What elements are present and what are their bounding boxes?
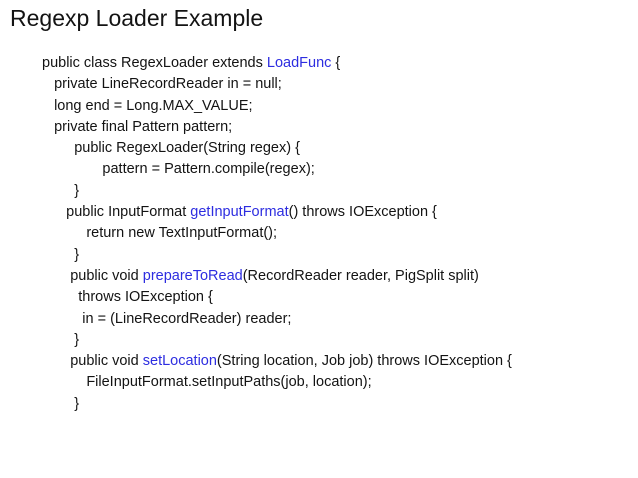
- code-method-name: LoadFunc: [266, 55, 332, 71]
- code-line: return new TextInputFormat();: [42, 223, 512, 244]
- code-line: in = (LineRecordReader) reader;: [42, 309, 512, 330]
- code-text: FileInputFormat.setInputPaths(job, locat…: [42, 374, 372, 391]
- code-text: public void: [42, 267, 143, 284]
- code-line: public void setLocation(String location,…: [42, 351, 512, 372]
- code-line: }: [42, 245, 512, 266]
- code-line: }: [42, 181, 512, 202]
- code-text: private LineRecordReader in = null;: [42, 76, 282, 93]
- code-text: public class RegexLoader extends: [42, 55, 267, 71]
- code-text: pattern = Pattern.compile(regex);: [42, 161, 315, 178]
- code-line: }: [42, 330, 512, 351]
- code-line: FileInputFormat.setInputPaths(job, locat…: [42, 372, 512, 393]
- code-method-name: setLocation: [142, 353, 217, 370]
- code-line: throws IOException {: [42, 287, 512, 308]
- code-block: public class RegexLoader extends LoadFun…: [42, 53, 512, 415]
- code-line: }: [42, 394, 512, 415]
- code-text: throws IOException {: [42, 289, 213, 306]
- code-text: private final Pattern pattern;: [42, 118, 233, 135]
- code-text: (String location, Job job) throws IOExce…: [216, 353, 512, 370]
- code-text: public void: [42, 353, 143, 370]
- code-text: }: [42, 331, 80, 348]
- code-text: () throws IOException {: [288, 204, 437, 221]
- code-text: return new TextInputFormat();: [42, 225, 278, 242]
- code-line: public class RegexLoader extends LoadFun…: [42, 53, 512, 74]
- code-method-name: prepareToRead: [142, 267, 243, 284]
- code-text: long end = Long.MAX_VALUE;: [42, 97, 253, 114]
- slide-title: Regexp Loader Example: [10, 5, 264, 31]
- code-text: }: [42, 182, 80, 199]
- code-text: public RegexLoader(String regex) {: [42, 140, 300, 157]
- code-text: }: [42, 246, 80, 263]
- code-line: public InputFormat getInputFormat() thro…: [42, 202, 512, 223]
- code-line: public RegexLoader(String regex) {: [42, 138, 512, 159]
- code-line: long end = Long.MAX_VALUE;: [42, 96, 512, 117]
- code-text: (RecordReader reader, PigSplit split): [242, 267, 479, 284]
- code-line: private LineRecordReader in = null;: [42, 74, 512, 95]
- code-text: }: [42, 395, 80, 412]
- code-line: pattern = Pattern.compile(regex);: [42, 159, 512, 180]
- code-method-name: getInputFormat: [190, 204, 289, 221]
- code-text: {: [331, 55, 341, 71]
- code-text: public InputFormat: [42, 204, 191, 221]
- code-line: public void prepareToRead(RecordReader r…: [42, 266, 512, 287]
- code-line: private final Pattern pattern;: [42, 117, 512, 138]
- code-text: in = (LineRecordReader) reader;: [42, 310, 292, 327]
